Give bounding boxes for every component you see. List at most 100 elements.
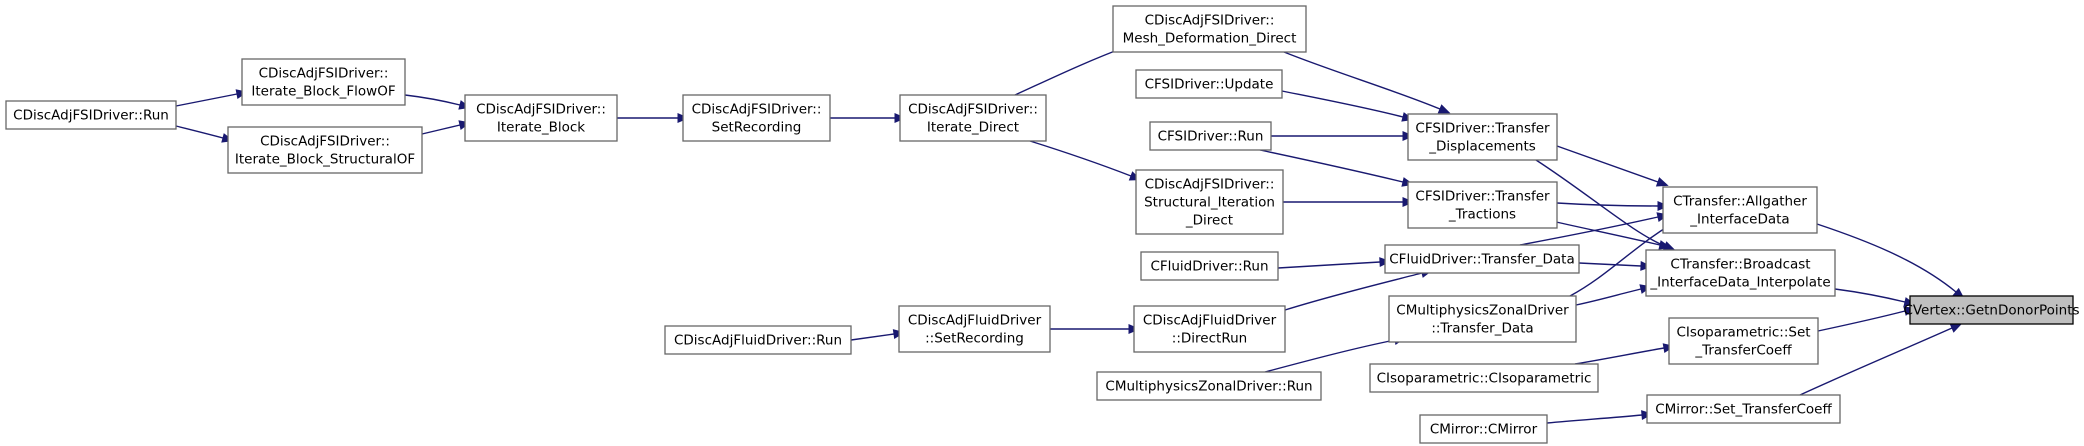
edge-n_iso_ctor-to-n_iso_set xyxy=(1574,343,1676,365)
edge-line xyxy=(421,124,461,135)
node-box[interactable] xyxy=(1135,169,1284,235)
edge-line xyxy=(1519,216,1659,246)
node-box[interactable] xyxy=(1096,371,1322,401)
node-label: CFSIDriver::Run xyxy=(1158,129,1264,145)
edge-line xyxy=(1556,145,1659,183)
node-label: Iterate_Block_StructuralOF xyxy=(235,152,415,168)
graph-node-broadcast[interactable]: CTransfer::Broadcast_InterfaceData_Inter… xyxy=(1645,249,1836,297)
graph-node-getndonor[interactable]: CVertex::GetnDonorPoints xyxy=(1903,295,2080,325)
node-label: ::SetRecording xyxy=(925,331,1024,347)
graph-node-dafsi-run[interactable]: CDiscAdjFSIDriver::Run xyxy=(5,100,177,130)
graph-node-mirror-set[interactable]: CMirror::Set_TransferCoeff xyxy=(1646,394,1841,424)
node-box[interactable] xyxy=(682,94,831,142)
graph-node-daf-setrec[interactable]: CDiscAdjFluidDriver::SetRecording xyxy=(898,305,1051,353)
graph-node-fluid-transfer[interactable]: CFluidDriver::Transfer_Data xyxy=(1384,244,1580,274)
edge-line xyxy=(1029,140,1132,177)
edge-line xyxy=(1283,51,1441,110)
graph-node-iso-ctor[interactable]: CIsoparametric::CIsoparametric xyxy=(1369,363,1599,393)
edge-n_fsi_transfer_disp-to-n_allgather xyxy=(1556,145,1669,187)
graph-node-mzonal-run[interactable]: CMultiphysicsZonalDriver::Run xyxy=(1096,371,1322,401)
node-box[interactable] xyxy=(1407,181,1558,229)
graph-node-iso-set[interactable]: CIsoparametric::Set_TransferCoeff xyxy=(1668,317,1819,365)
node-box[interactable] xyxy=(1646,394,1841,424)
graph-node-allgather[interactable]: CTransfer::Allgather_InterfaceData xyxy=(1662,186,1818,234)
node-box[interactable] xyxy=(1112,5,1307,53)
graph-node-fluid-run[interactable]: CFluidDriver::Run xyxy=(1140,251,1279,281)
edge-line xyxy=(175,93,238,107)
graph-node-mirror-ctor[interactable]: CMirror::CMirror xyxy=(1419,414,1548,444)
graph-node-fsi-run[interactable]: CFSIDriver::Run xyxy=(1149,121,1272,151)
node-label: CTransfer::Allgather xyxy=(1673,194,1807,210)
node-box[interactable] xyxy=(664,325,852,355)
node-label: _Displacements xyxy=(1428,139,1536,155)
node-box[interactable] xyxy=(1662,186,1818,234)
node-label: CDiscAdjFSIDriver:: xyxy=(908,102,1038,118)
node-label: CMultiphysicsZonalDriver::Run xyxy=(1105,379,1312,395)
edge-n_mesh_def-to-n_fsi_transfer_disp xyxy=(1283,51,1451,114)
node-box[interactable] xyxy=(898,305,1051,353)
edge-n_iso_set-to-n_getndonor xyxy=(1817,306,1916,332)
edge-line xyxy=(1535,159,1666,247)
edge-line xyxy=(1259,149,1404,183)
graph-node-iter-flowof[interactable]: CDiscAdjFSIDriver::Iterate_Block_FlowOF xyxy=(241,58,406,106)
graph-node-fsi-transfer-disp[interactable]: CFSIDriver::Transfer_Displacements xyxy=(1407,113,1558,161)
edge-n_dafsi_run-to-n_iter_flowof xyxy=(175,89,249,107)
node-box[interactable] xyxy=(227,126,423,174)
node-label: CDiscAdjFSIDriver:: xyxy=(260,134,390,150)
graph-node-iterate-direct[interactable]: CDiscAdjFSIDriver::Iterate_Direct xyxy=(899,94,1047,142)
node-box[interactable] xyxy=(1369,363,1599,393)
graph-node-mesh-def[interactable]: CDiscAdjFSIDriver::Mesh_Deformation_Dire… xyxy=(1112,5,1307,53)
graph-node-iter-structof[interactable]: CDiscAdjFSIDriver::Iterate_Block_Structu… xyxy=(227,126,423,174)
graph-node-daf-directrun[interactable]: CDiscAdjFluidDriver::DirectRun xyxy=(1133,305,1286,353)
edge-line xyxy=(1569,224,1671,297)
node-label: CMirror::CMirror xyxy=(1430,422,1538,438)
edge-line xyxy=(1284,272,1423,311)
node-label: Iterate_Block_FlowOF xyxy=(251,84,395,100)
graph-node-struct-iter[interactable]: CDiscAdjFSIDriver::Structural_Iteration_… xyxy=(1135,169,1284,235)
edge-line xyxy=(1277,261,1381,269)
node-label: _Direct xyxy=(1185,213,1233,229)
node-label: CIsoparametric::CIsoparametric xyxy=(1377,371,1592,387)
node-label: CFSIDriver::Update xyxy=(1145,77,1274,93)
node-box[interactable] xyxy=(1133,305,1286,353)
node-box[interactable] xyxy=(1645,249,1836,297)
node-box[interactable] xyxy=(1384,244,1580,274)
node-box[interactable] xyxy=(1149,121,1272,151)
node-box[interactable] xyxy=(1407,113,1558,161)
edge-line xyxy=(1799,327,1953,396)
node-box[interactable] xyxy=(1668,317,1819,365)
edge-line xyxy=(175,125,224,139)
graph-node-iterate-block[interactable]: CDiscAdjFSIDriver::Iterate_Block xyxy=(464,94,618,142)
edge-n_mirror_set-to-n_getndonor xyxy=(1799,323,1963,396)
edge-line xyxy=(1264,339,1396,373)
node-label: CFluidDriver::Run xyxy=(1150,259,1268,275)
node-label: CMirror::Set_TransferCoeff xyxy=(1655,402,1832,418)
node-box[interactable] xyxy=(1135,69,1283,99)
edge-arrowhead xyxy=(1655,177,1669,187)
edge-n_daf_run-to-n_daf_setrec xyxy=(850,329,906,341)
node-box[interactable] xyxy=(1388,295,1577,343)
node-label: CDiscAdjFSIDriver:: xyxy=(259,66,389,82)
node-box[interactable] xyxy=(241,58,406,106)
graph-node-dafsi-setrec[interactable]: CDiscAdjFSIDriver::SetRecording xyxy=(682,94,831,142)
node-label: CDiscAdjFSIDriver:: xyxy=(692,102,822,118)
graph-node-fsi-update[interactable]: CFSIDriver::Update xyxy=(1135,69,1283,99)
edge-n_dafsi_setrec-to-n_iterate_direct xyxy=(830,113,907,123)
edge-n_fsi_transfer_trac-to-n_allgather xyxy=(1556,201,1670,211)
node-box[interactable] xyxy=(1140,251,1279,281)
edge-n_iterate_direct-to-n_struct_iter xyxy=(1029,140,1142,181)
edge-n_allgather-to-n_getndonor xyxy=(1816,223,1965,300)
graph-node-daf-run[interactable]: CDiscAdjFluidDriver::Run xyxy=(664,325,852,355)
edge-line xyxy=(1834,288,1906,303)
edge-line xyxy=(1014,45,1129,96)
node-box[interactable] xyxy=(1909,295,2074,325)
node-box[interactable] xyxy=(899,94,1047,142)
graph-node-mzonal-transfer[interactable]: CMultiphysicsZonalDriver::Transfer_Data xyxy=(1388,295,1577,343)
node-box[interactable] xyxy=(1419,414,1548,444)
edge-line xyxy=(1281,90,1404,118)
node-label: CDiscAdjFSIDriver:: xyxy=(476,102,606,118)
graph-node-fsi-transfer-trac[interactable]: CFSIDriver::Transfer_Tractions xyxy=(1407,181,1558,229)
node-label: CDiscAdjFluidDriver::Run xyxy=(674,333,842,349)
node-box[interactable] xyxy=(464,94,618,142)
node-box[interactable] xyxy=(5,100,177,130)
